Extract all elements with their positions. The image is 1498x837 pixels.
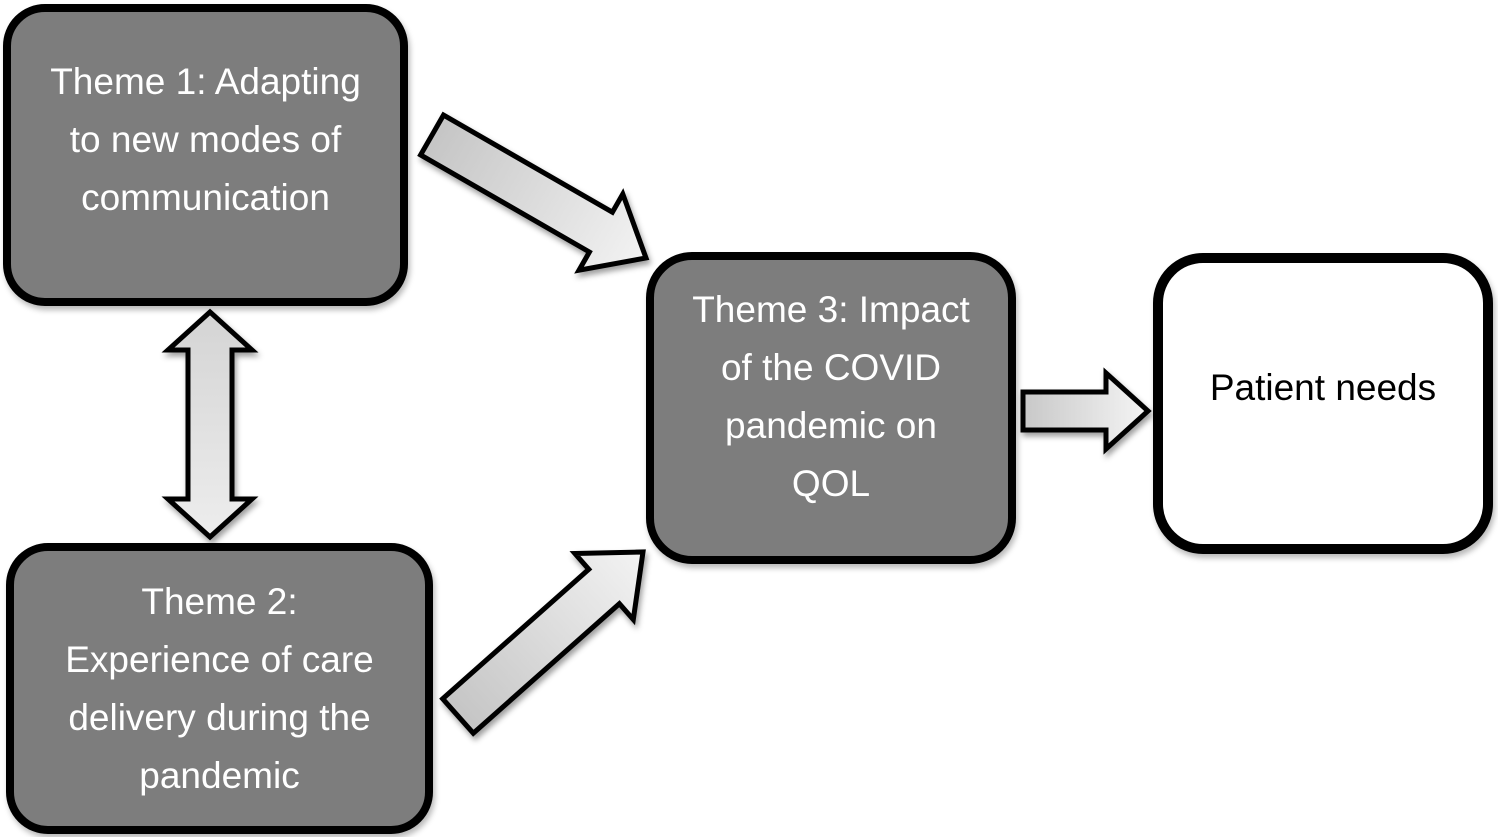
box-theme3: Theme 3: Impact of the COVID pandemic on…: [646, 252, 1016, 564]
box-theme1: Theme 1: Adapting to new modes of commun…: [3, 4, 408, 306]
arrow-theme2-to-theme3: [439, 549, 646, 737]
box-theme3-label: Theme 3: Impact of the COVID pandemic on…: [692, 289, 970, 504]
arrow-theme1-to-theme3: [417, 111, 650, 274]
box-patient-needs: Patient needs: [1153, 253, 1493, 554]
arrow-theme3-to-patient-needs: [1020, 367, 1152, 455]
box-patient-needs-label: Patient needs: [1209, 366, 1437, 408]
box-theme2: Theme 2: Experience of care delivery dur…: [6, 543, 433, 834]
arrow-theme1-theme2-double-vertical: [161, 308, 259, 541]
box-theme2-label: Theme 2: Experience of care delivery dur…: [65, 580, 374, 796]
box-theme1-label: Theme 1: Adapting to new modes of commun…: [50, 61, 361, 218]
